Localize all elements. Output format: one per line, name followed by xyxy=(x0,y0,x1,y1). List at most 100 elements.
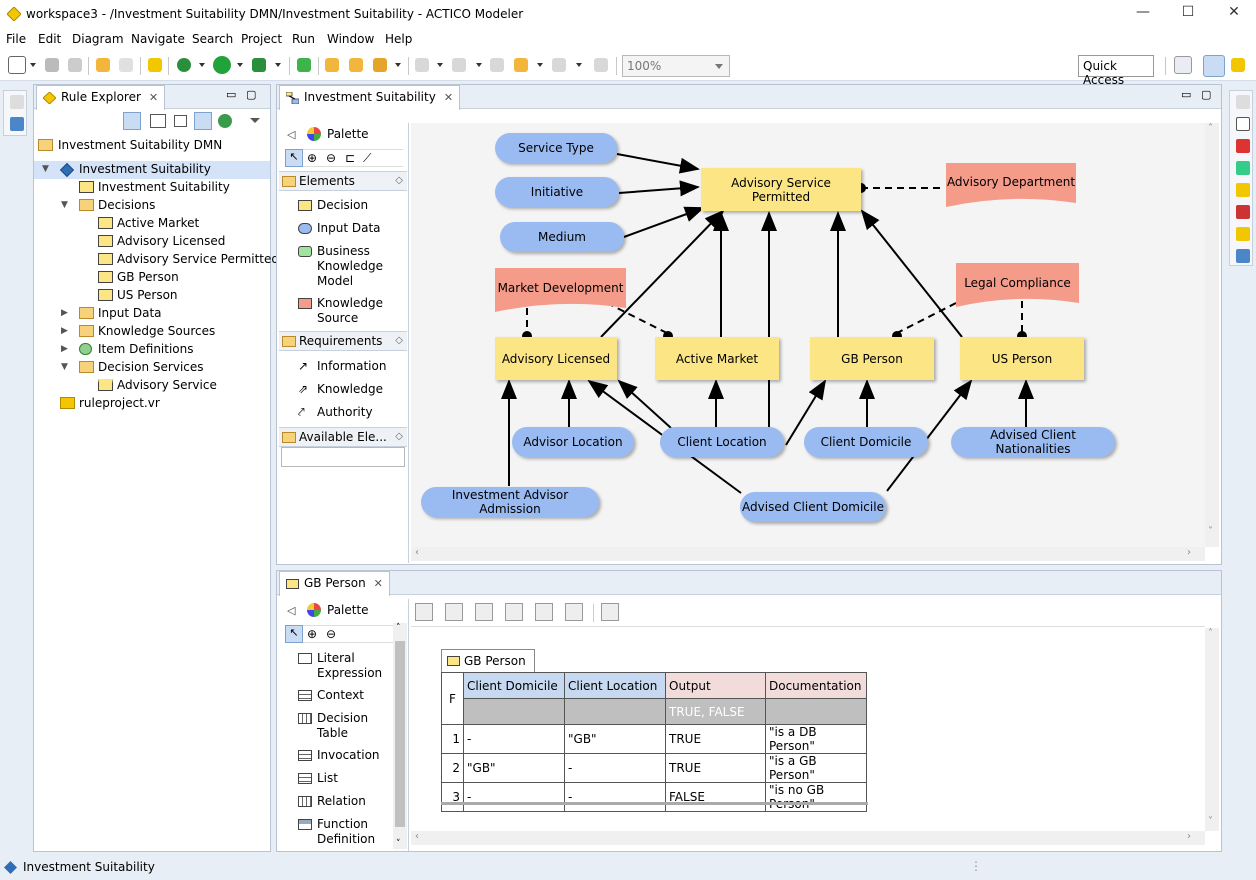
menu-window[interactable]: Window xyxy=(327,32,375,46)
open-type-icon[interactable] xyxy=(349,58,363,72)
node-service-type[interactable]: Service Type xyxy=(495,133,617,163)
menu-navigate[interactable]: Navigate xyxy=(131,32,185,46)
palette-item-relation[interactable]: Relation xyxy=(298,794,366,809)
tree-item[interactable]: Advisory Licensed xyxy=(34,233,270,251)
minimize-editor-icon[interactable]: ▭ xyxy=(1181,88,1192,101)
palette-item-list[interactable]: List xyxy=(298,771,338,786)
table-cell[interactable]: "GB" xyxy=(564,724,666,754)
palette-item-decision-table[interactable]: Decision Table xyxy=(298,711,387,741)
node-client-location[interactable]: Client Location xyxy=(660,427,784,457)
node-market-development[interactable]: Market Development xyxy=(497,281,624,295)
zoom-combo[interactable]: 100% xyxy=(622,55,730,77)
table-cell[interactable]: - xyxy=(564,753,666,783)
table-cell[interactable]: TRUE xyxy=(665,724,766,754)
table-cell[interactable]: - xyxy=(463,724,565,754)
palette-item-invocation[interactable]: Invocation xyxy=(298,748,380,763)
save-icon[interactable] xyxy=(45,58,59,72)
new-icon[interactable] xyxy=(8,56,26,74)
collapsed-icon[interactable]: ▶ xyxy=(61,326,68,336)
node-investment-advisor-admission[interactable]: Investment Advisor Admission xyxy=(421,487,599,517)
tree-item[interactable]: Advisory Service xyxy=(34,377,270,395)
close-icon[interactable]: ✕ xyxy=(373,577,383,590)
menu-run[interactable]: Run xyxy=(292,32,316,46)
zoom-in-icon[interactable]: ⊕ xyxy=(307,627,318,641)
tab-investment-suitability[interactable]: Investment Suitability✕ xyxy=(279,85,461,110)
insert-column-after-icon[interactable] xyxy=(445,603,463,621)
table-vertical-scrollbar[interactable]: ˄˅ xyxy=(1205,628,1219,831)
expanded-icon[interactable]: ▼ xyxy=(42,164,49,174)
palette-requirements-header[interactable]: Requirements◇ xyxy=(279,331,407,351)
prev-annotation-icon[interactable] xyxy=(452,58,466,72)
tree-item[interactable]: ▶Item Definitions xyxy=(34,341,270,359)
palette-item-function-definition[interactable]: Function Definition xyxy=(298,817,387,847)
tree-item[interactable]: Active Market xyxy=(34,215,270,233)
next-annotation-icon[interactable] xyxy=(415,58,429,72)
quick-access-input[interactable]: Quick Access xyxy=(1078,55,1154,87)
console-icon[interactable] xyxy=(1236,249,1250,263)
tree-item[interactable]: Investment Suitability xyxy=(34,179,270,197)
node-gb-person[interactable]: GB Person xyxy=(810,337,934,380)
menu-edit[interactable]: Edit xyxy=(38,32,62,46)
available-elements-filter[interactable] xyxy=(281,447,405,467)
delete-row-icon[interactable] xyxy=(565,603,583,621)
menu-search[interactable]: Search xyxy=(192,32,234,46)
minimize-button[interactable]: — xyxy=(1136,4,1150,20)
palette-collapse-icon[interactable]: ◁ xyxy=(287,128,296,141)
node-active-market[interactable]: Active Market xyxy=(655,337,779,380)
run-icon[interactable] xyxy=(213,56,231,74)
palette-item-literal-expression[interactable]: Literal Expression xyxy=(298,651,387,681)
tree-item[interactable]: GB Person xyxy=(34,269,270,287)
palette-item-authority[interactable]: ⤤Authority xyxy=(298,405,373,420)
palette-item-knowledge[interactable]: ⇗Knowledge xyxy=(298,382,383,397)
hit-policy-cell[interactable]: F xyxy=(441,672,464,725)
palette-item-knowledge-source[interactable]: Knowledge Source xyxy=(298,296,397,326)
output-header[interactable]: Output xyxy=(665,672,766,699)
tree-item[interactable]: ▼Decisions xyxy=(34,197,270,215)
debug-icon[interactable] xyxy=(177,58,191,72)
diagram-canvas[interactable]: Service Type Initiative Medium Advisory … xyxy=(411,123,1205,547)
connection-icon[interactable]: ⟋ xyxy=(363,151,372,165)
java-perspective-icon[interactable] xyxy=(1231,58,1245,72)
tree-item[interactable]: ▶Knowledge Sources xyxy=(34,323,270,341)
rules-icon[interactable] xyxy=(1236,227,1250,241)
menu-help[interactable]: Help xyxy=(385,32,413,46)
insert-column-before-icon[interactable] xyxy=(415,603,433,621)
node-medium[interactable]: Medium xyxy=(500,222,624,252)
zoom-in-icon[interactable]: ⊕ xyxy=(307,151,318,165)
documentation-header[interactable]: Documentation xyxy=(765,672,867,699)
table-cell[interactable]: "GB" xyxy=(463,753,565,783)
node-advisory-service-permitted[interactable]: Advisory Service Permitted xyxy=(701,168,861,211)
collapsed-icon[interactable]: ▶ xyxy=(61,344,68,354)
input-header-client-location[interactable]: Client Location xyxy=(564,672,666,699)
input-values-cell[interactable] xyxy=(564,698,666,725)
palette-item-bkm[interactable]: Business Knowledge Model xyxy=(298,244,397,289)
filter-icon[interactable] xyxy=(218,114,232,128)
menu-project[interactable]: Project xyxy=(241,32,283,46)
problems-icon[interactable] xyxy=(1236,139,1250,153)
insert-row-after-icon[interactable] xyxy=(505,603,523,621)
node-client-domicile[interactable]: Client Domicile xyxy=(804,427,928,457)
diagram-horizontal-scrollbar[interactable]: ‹› xyxy=(411,547,1205,561)
table-cell[interactable]: "is a DB Person" xyxy=(765,724,867,754)
redo-icon[interactable] xyxy=(119,58,133,72)
properties-icon[interactable] xyxy=(1236,117,1250,131)
sort-az-icon[interactable] xyxy=(123,112,141,130)
node-us-person[interactable]: US Person xyxy=(960,337,1084,380)
table-cell[interactable]: "is no GB Person" xyxy=(765,782,867,812)
open-folder-icon[interactable] xyxy=(325,58,339,72)
output-values-cell[interactable]: TRUE, FALSE xyxy=(665,698,766,725)
collapse-all-icon[interactable] xyxy=(174,115,187,127)
close-icon[interactable]: ✕ xyxy=(443,91,454,104)
close-icon[interactable]: ✕ xyxy=(148,91,159,104)
maximize-view-icon[interactable]: ▢ xyxy=(246,88,257,101)
expanded-icon[interactable]: ▼ xyxy=(61,200,68,210)
maximize-button[interactable]: ☐ xyxy=(1181,4,1195,20)
maximize-editor-icon[interactable]: ▢ xyxy=(1201,88,1212,101)
tree-item[interactable]: Advisory Service Permitted xyxy=(34,251,279,269)
table-cell[interactable]: FALSE xyxy=(665,782,766,812)
restore-icon[interactable] xyxy=(10,95,24,109)
forward-icon[interactable] xyxy=(552,58,566,72)
table-cell[interactable]: - xyxy=(463,782,565,812)
restore-icon[interactable] xyxy=(1236,95,1250,109)
menu-diagram[interactable]: Diagram xyxy=(72,32,124,46)
